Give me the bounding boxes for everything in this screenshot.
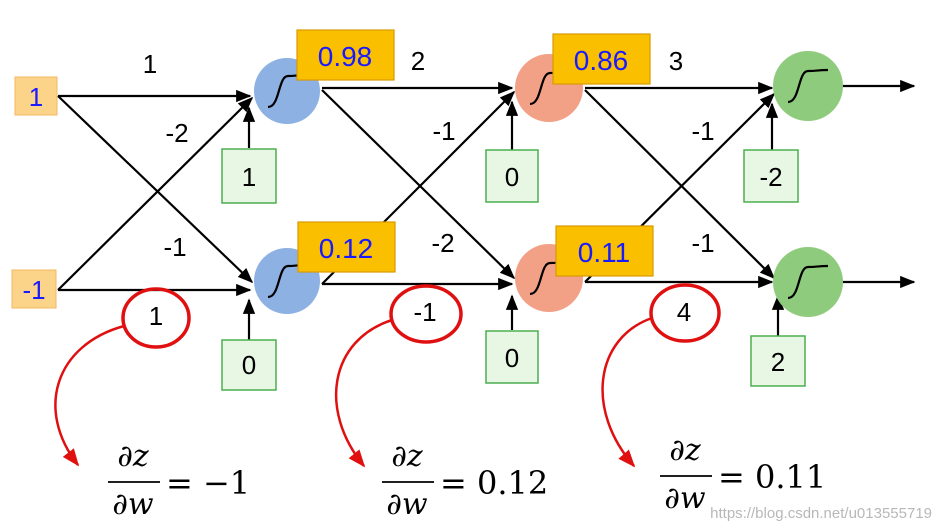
bias-box-l1-bottom: 0 — [221, 339, 277, 391]
bias-box-l1-top: 1 — [221, 148, 277, 204]
derivative-result: = 0.11 — [718, 458, 826, 496]
bias-value: -2 — [759, 162, 782, 192]
red-arrow-2 — [334, 318, 393, 468]
activation-value: 0.12 — [319, 233, 374, 264]
weight-l1-bottom-cross: -1 — [163, 232, 186, 262]
activation-value: 0.11 — [578, 237, 630, 268]
weight-l2-bottom-cross: -2 — [431, 228, 454, 258]
derivative-denominator: ∂w — [386, 487, 428, 522]
weight-l1-top-straight: 1 — [143, 49, 157, 79]
derivative-formula-3: ∂z ∂w = 0.11 — [660, 433, 826, 516]
derivative-result: = 0.12 — [440, 464, 548, 502]
highlight-markers — [121, 283, 721, 349]
neuron-layer3-bottom — [773, 247, 843, 317]
derivative-denominator: ∂w — [112, 487, 154, 522]
red-arrow-1 — [54, 324, 125, 467]
edge-x2-n11 — [57, 96, 254, 291]
weight-l3-top-cross: -1 — [691, 116, 714, 146]
activation-box-l2-top: 0.86 — [552, 33, 651, 85]
bias-box-l2-top: 0 — [485, 149, 539, 203]
input-value-2: -1 — [22, 275, 45, 305]
input-node-2: -1 — [11, 269, 57, 309]
bias-value: 0 — [242, 350, 256, 380]
weight-l3-bottom-straight: 4 — [677, 297, 691, 327]
input-value-1: 1 — [29, 82, 43, 112]
weight-l2-top-cross: -1 — [432, 116, 455, 146]
highlight-circle-3 — [649, 283, 721, 343]
weight-l3-bottom-cross: -1 — [691, 228, 714, 258]
bias-value: 2 — [771, 347, 785, 377]
derivative-denominator: ∂w — [664, 481, 706, 516]
activation-box-l2-bottom: 0.11 — [555, 225, 654, 277]
watermark: https://blog.csdn.net/u013555719 — [710, 505, 932, 522]
sigmoid-icon — [787, 264, 829, 300]
neuron-layer3-top — [773, 51, 843, 121]
bias-value: 1 — [242, 162, 256, 192]
highlight-circle-1 — [121, 287, 191, 349]
layer1-connections — [57, 89, 256, 340]
derivative-numerator: ∂z — [117, 439, 149, 474]
bias-box-l3-bottom: 2 — [750, 335, 806, 387]
red-arrow-3 — [601, 316, 653, 468]
highlight-arrows — [54, 316, 653, 468]
edge-n21-n32 — [584, 89, 776, 280]
weight-l1-bottom-straight: 1 — [149, 301, 163, 331]
sigmoid-icon — [787, 68, 829, 104]
activation-box-l1-top: 0.98 — [296, 29, 395, 81]
activation-value: 0.98 — [318, 41, 373, 72]
weight-l2-bottom-straight: -1 — [413, 297, 436, 327]
derivative-numerator: ∂z — [669, 433, 701, 468]
layer3-connections — [584, 79, 916, 336]
derivative-formula-1: ∂z ∂w = −1 — [108, 439, 250, 522]
input-node-1: 1 — [14, 76, 58, 116]
weight-l3-top-straight: 3 — [669, 46, 683, 76]
bias-value: 0 — [505, 343, 519, 373]
edge-n11-n22 — [321, 89, 516, 280]
bias-box-l3-top: -2 — [743, 149, 799, 203]
bias-value: 0 — [505, 162, 519, 192]
weight-l2-top-straight: 2 — [411, 46, 425, 76]
highlight-circle-2 — [389, 284, 463, 344]
activation-box-l1-bottom: 0.12 — [297, 221, 396, 273]
derivative-formula-2: ∂z ∂w = 0.12 — [382, 439, 548, 522]
bias-box-l2-bottom: 0 — [485, 330, 539, 384]
derivative-result: = −1 — [166, 464, 250, 502]
weight-l1-top-cross: -2 — [165, 118, 188, 148]
layer2-connections — [321, 81, 519, 330]
edge-x1-n12 — [57, 95, 254, 284]
derivative-numerator: ∂z — [391, 439, 423, 474]
activation-value: 0.86 — [574, 45, 629, 76]
weight-labels: 1 -2 -1 1 2 -1 -2 -1 3 -1 -1 4 — [143, 46, 715, 331]
